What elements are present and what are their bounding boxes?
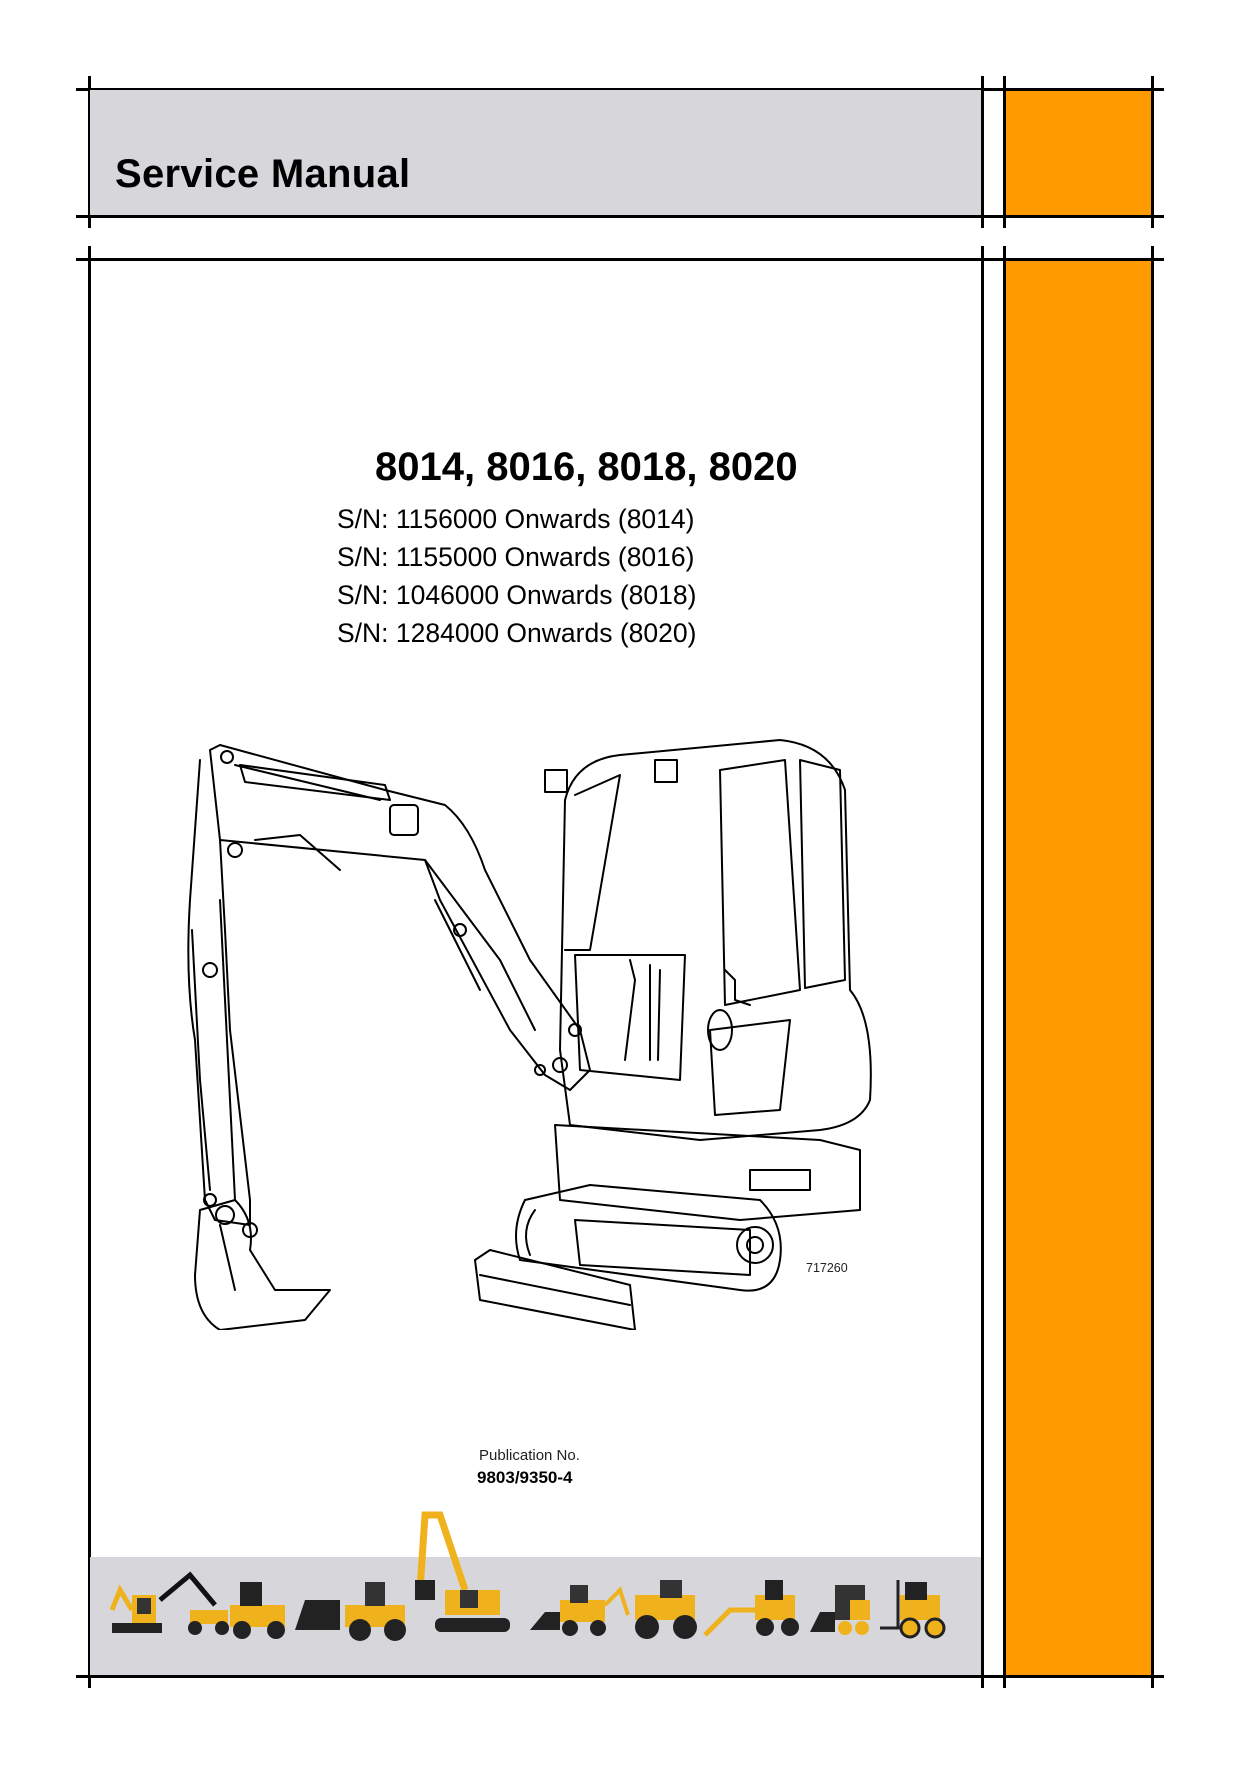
publication-label: Publication No.: [479, 1447, 580, 1464]
serial-number-line: S/N: 1155000 Onwards (8016): [337, 542, 695, 572]
frame-line: [1003, 246, 1006, 1688]
telehandler-icon: [158, 1571, 229, 1635]
frame-line: [88, 76, 91, 228]
frame-line: [1151, 76, 1154, 228]
serial-number-line: S/N: 1156000 Onwards (8014): [337, 504, 695, 534]
wheel-loader-icon: [295, 1582, 406, 1641]
frame-line: [76, 1675, 1164, 1678]
machine-lineup: [109, 1511, 946, 1641]
frame-line: [76, 258, 1164, 261]
skid-steer-icon: [810, 1585, 870, 1635]
rough-terrain-forklift-icon: [703, 1580, 799, 1637]
tracked-excavator-icon: [415, 1511, 510, 1632]
serial-number-list: S/N: 1156000 Onwards (8014) S/N: 1155000…: [337, 500, 696, 652]
mini-excavator-icon: [109, 1584, 162, 1633]
frame-line: [76, 215, 1164, 218]
excavator-illustration: [187, 739, 872, 1330]
orange-strip-side: [1006, 261, 1151, 1675]
site-dumper-icon: [230, 1582, 285, 1639]
backhoe-loader-icon: [530, 1585, 630, 1636]
serial-number-line: S/N: 1046000 Onwards (8018): [337, 580, 697, 610]
header-panel: [90, 90, 981, 215]
orange-strip-top: [1006, 91, 1151, 215]
compact-forklift-icon: [880, 1580, 946, 1639]
figure-number: 717260: [806, 1261, 848, 1275]
fastrac-tractor-icon: [635, 1580, 697, 1639]
frame-line: [981, 76, 984, 228]
frame-line: [1151, 246, 1154, 1688]
document-title: Service Manual: [115, 152, 411, 196]
frame-line: [981, 246, 984, 1688]
frame-line: [76, 88, 1164, 91]
serial-number-line: S/N: 1284000 Onwards (8020): [337, 618, 697, 648]
frame-line: [88, 246, 91, 1688]
frame-line: [1003, 76, 1006, 228]
model-numbers: 8014, 8016, 8018, 8020: [375, 445, 798, 489]
publication-number: 9803/9350-4: [477, 1468, 573, 1487]
